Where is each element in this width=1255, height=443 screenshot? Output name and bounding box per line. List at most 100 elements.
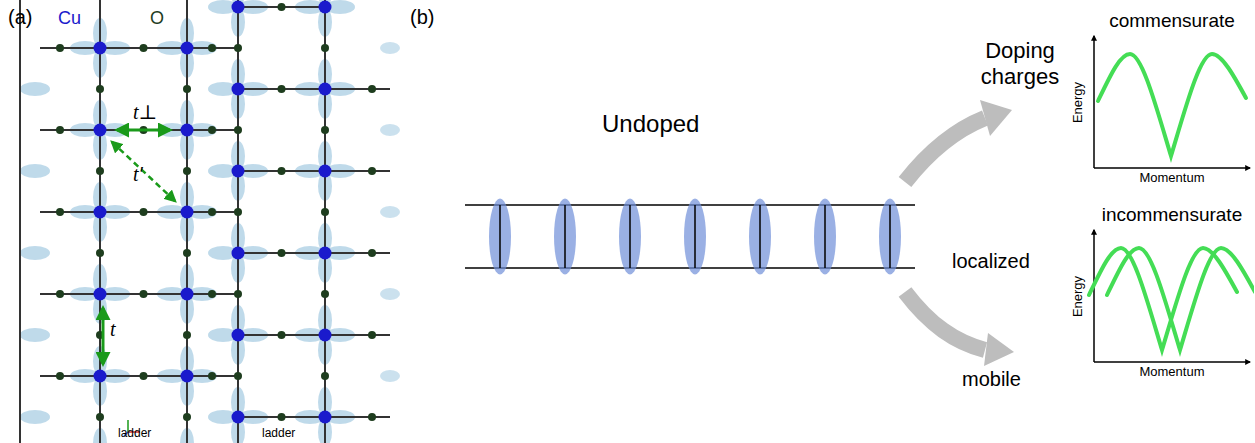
cu-atom xyxy=(232,1,245,14)
cu-atom xyxy=(232,165,245,178)
atoms xyxy=(56,1,376,443)
ladder-rung xyxy=(564,205,566,268)
o-atom xyxy=(208,372,216,380)
cu-atom xyxy=(232,83,245,96)
bond xyxy=(325,416,390,418)
axis-label: Energy xyxy=(1071,275,1086,316)
axis-label: Momentum xyxy=(1139,364,1204,379)
ladder-label: ladder xyxy=(118,426,151,440)
singlet-dimer xyxy=(489,199,511,275)
doping-arrow xyxy=(905,118,985,182)
d-orbital-lobe xyxy=(380,370,400,382)
o-atom xyxy=(208,208,216,216)
cu-o-lattice xyxy=(20,0,400,443)
cu-atom xyxy=(319,83,332,96)
d-orbital-lobe xyxy=(380,288,400,300)
o-atom xyxy=(140,44,148,52)
d-orbital-lobe xyxy=(380,206,400,218)
cu-atom xyxy=(181,42,194,55)
d-orbital-lobe xyxy=(20,328,50,342)
cu-atom xyxy=(94,288,107,301)
o-atom xyxy=(56,208,64,216)
ladder-rung xyxy=(694,205,696,268)
arrow-label: localized xyxy=(952,250,1030,273)
cu-atom xyxy=(319,247,332,260)
y-axis xyxy=(1093,230,1095,362)
o-atom xyxy=(183,249,191,257)
dispersion-curve xyxy=(1107,248,1254,350)
singlet-dimer xyxy=(619,199,641,275)
cu-atom xyxy=(232,247,245,260)
cu-atom xyxy=(94,370,107,383)
o-atom xyxy=(140,372,148,380)
d-orbital-lobe xyxy=(20,164,50,178)
ladder-rung xyxy=(499,205,501,268)
hopping-label: t′ xyxy=(133,163,143,186)
o-atom xyxy=(368,85,376,93)
singlet-dimer xyxy=(814,199,836,275)
bond xyxy=(325,334,390,336)
doping-arrow xyxy=(980,100,1012,136)
doping-arrow xyxy=(984,333,1014,366)
cu-atom xyxy=(181,124,194,137)
cu-atom xyxy=(319,165,332,178)
o-atom xyxy=(278,249,286,257)
o-atom xyxy=(321,372,329,380)
o-atom xyxy=(368,249,376,257)
o-atom xyxy=(321,290,329,298)
bond xyxy=(40,375,100,377)
o-atom xyxy=(140,290,148,298)
hopping-arrow xyxy=(102,308,105,364)
o-atom xyxy=(234,126,242,134)
ladder-rung xyxy=(889,205,891,268)
o-atom xyxy=(96,85,104,93)
bond xyxy=(100,129,187,131)
o-atom xyxy=(321,208,329,216)
bond xyxy=(40,129,100,131)
x-axis xyxy=(1094,361,1250,363)
d-orbital-lobe xyxy=(380,42,400,54)
bond xyxy=(19,0,21,443)
doping-arrow xyxy=(905,292,985,350)
plot-panel: incommensurateEnergyMomentum xyxy=(1068,200,1248,380)
d-orbital-lobe xyxy=(380,124,400,136)
bond xyxy=(325,170,390,172)
plot-title: incommensurate xyxy=(1102,204,1242,226)
o-atom xyxy=(278,331,286,339)
o-atom xyxy=(183,413,191,421)
o-atom xyxy=(321,126,329,134)
singlet-dimer xyxy=(554,199,576,275)
o-atom xyxy=(278,413,286,421)
orbital-lobes xyxy=(20,0,400,443)
hopping-label: t xyxy=(110,318,116,341)
o-atom xyxy=(278,85,286,93)
o-atom xyxy=(56,372,64,380)
o-atom xyxy=(278,167,286,175)
d-orbital-lobe xyxy=(20,246,50,260)
bond xyxy=(40,293,100,295)
o-atom xyxy=(96,249,104,257)
atom-label: O xyxy=(150,8,164,29)
o-atom xyxy=(208,126,216,134)
ladder-rung xyxy=(824,205,826,268)
d-orbital-lobe xyxy=(20,82,50,96)
cu-atom xyxy=(181,370,194,383)
o-atom xyxy=(368,331,376,339)
cu-atom xyxy=(94,42,107,55)
cu-atom xyxy=(319,329,332,342)
y-axis xyxy=(1093,36,1095,168)
o-atom xyxy=(96,413,104,421)
state-label: Undoped xyxy=(602,110,699,138)
o-atom xyxy=(278,3,286,11)
o-atom xyxy=(208,290,216,298)
hopping-arrow xyxy=(112,142,175,201)
panel-label: (b) xyxy=(410,6,434,29)
ladder-label: ladder xyxy=(262,426,295,440)
o-atom xyxy=(140,208,148,216)
o-atom xyxy=(183,85,191,93)
singlet-dimer xyxy=(684,199,706,275)
d-orbital-lobe xyxy=(20,410,50,424)
atom-label: Cu xyxy=(58,8,81,29)
cu-atom xyxy=(232,411,245,424)
plot-panel: commensurateEnergyMomentum xyxy=(1068,6,1248,186)
